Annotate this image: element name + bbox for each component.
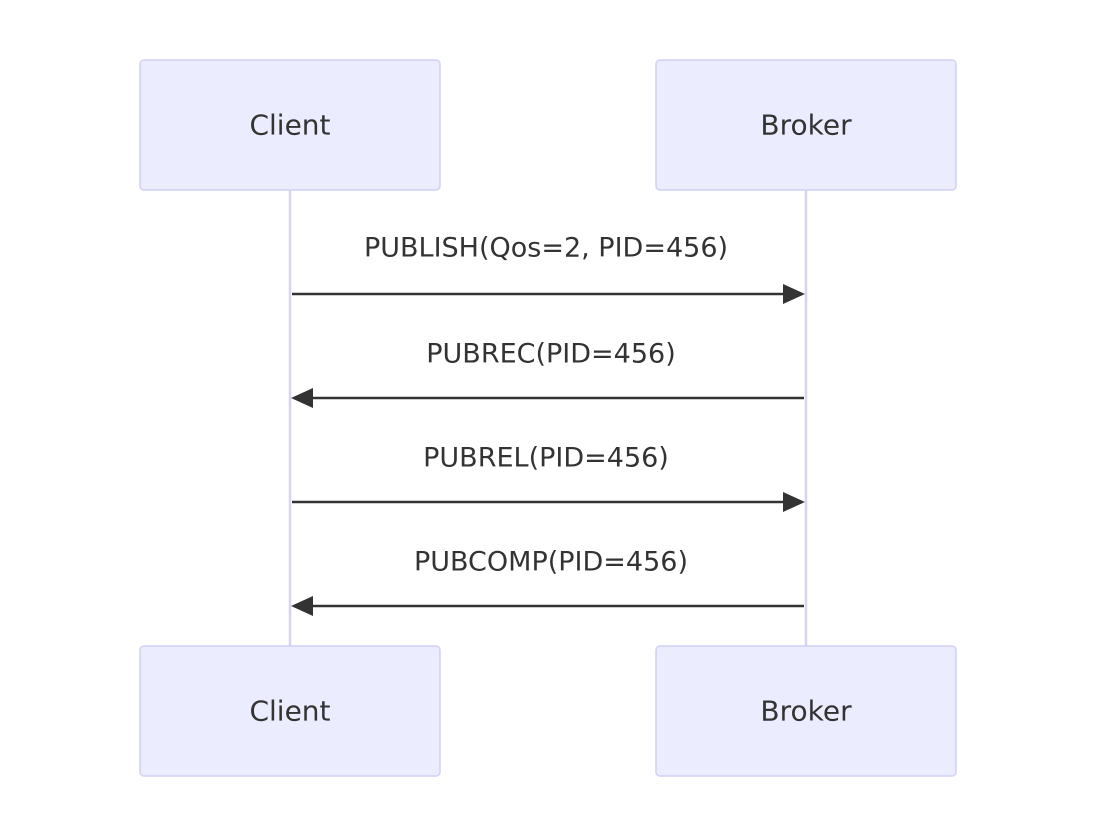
message-publish: PUBLISH(Qos=2, PID=456) (292, 233, 805, 304)
message-pubrec-label: PUBREC(PID=456) (426, 339, 676, 370)
message-pubrel-label: PUBREL(PID=456) (423, 443, 669, 474)
message-pubcomp: PUBCOMP(PID=456) (291, 547, 804, 616)
message-pubrel: PUBREL(PID=456) (292, 443, 805, 512)
actor-client-bottom-label: Client (249, 695, 330, 728)
actor-client-top: Client (139, 59, 441, 191)
message-pubcomp-label: PUBCOMP(PID=456) (414, 547, 688, 578)
actor-broker-top-label: Broker (760, 109, 852, 142)
message-publish-label: PUBLISH(Qos=2, PID=456) (364, 233, 728, 264)
message-pubcomp-arrowhead (291, 596, 313, 616)
actor-broker-bottom: Broker (655, 645, 957, 777)
message-pubrec-arrowhead (291, 388, 313, 408)
message-pubrec: PUBREC(PID=456) (291, 339, 804, 408)
actor-broker-bottom-label: Broker (760, 695, 852, 728)
actor-client-bottom: Client (139, 645, 441, 777)
actor-client-top-label: Client (249, 109, 330, 142)
actor-broker-top: Broker (655, 59, 957, 191)
message-publish-arrowhead (783, 284, 805, 304)
message-pubrel-arrowhead (783, 492, 805, 512)
